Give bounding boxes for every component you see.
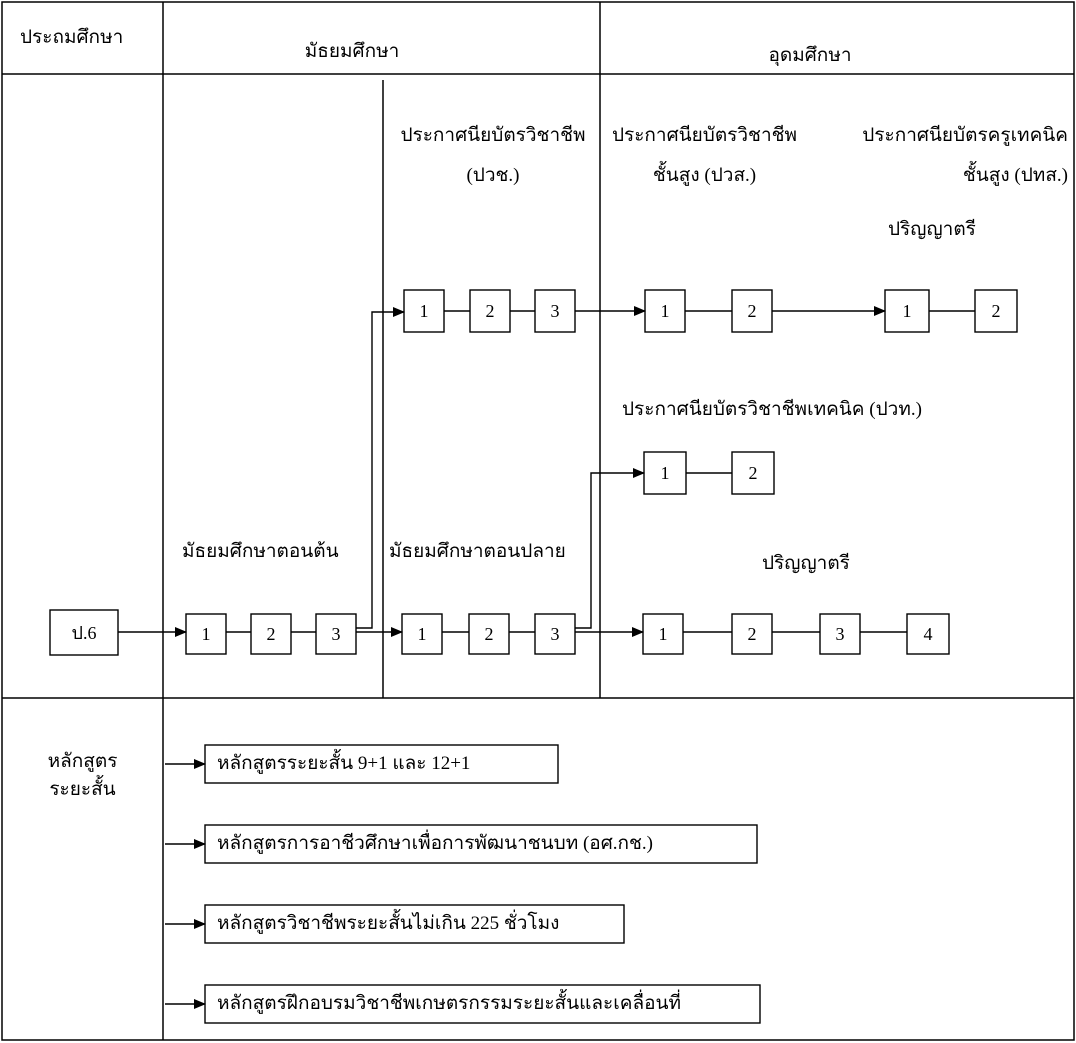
box-upper-1-text: 1 (417, 624, 427, 644)
short-course-1-text: หลักสูตรระยะสั้น 9+1 และ 12+1 (217, 753, 471, 774)
label-hvc-line1: ประกาศนียบัตรวิชาชีพ (611, 125, 798, 146)
box-bachelor-top-1 (884, 289, 930, 333)
box-short-course-1 (204, 744, 559, 784)
label-hdtt-line1: ประกาศนียบัตรครูเทคนิค (862, 125, 1068, 146)
box-pvc-3-text: 3 (550, 301, 560, 321)
box-upper-3-text: 3 (550, 624, 560, 644)
box-bachelor-top-2-text: 2 (991, 301, 1001, 321)
box-bachelor-4-text: 4 (923, 624, 933, 644)
box-hvc-2 (731, 289, 773, 333)
box-hvc-2-text: 2 (747, 301, 757, 321)
header-higher: อุดมศึกษา (768, 45, 852, 66)
box-upper-2-text: 2 (484, 624, 494, 644)
box-pvc-3 (534, 289, 576, 333)
connectors (118, 306, 975, 1009)
header-secondary: มัธยมศึกษา (304, 41, 400, 62)
label-lower-secondary: มัธยมศึกษาตอนต้น (182, 541, 339, 562)
box-bachelor-2-text: 2 (747, 624, 757, 644)
box-short-course-4 (204, 984, 761, 1024)
stage-separators (382, 74, 601, 698)
header-primary: ประถมศึกษา (20, 27, 124, 48)
box-upper-2 (468, 613, 510, 655)
box-lower-3-text: 3 (331, 624, 341, 644)
label-upper-secondary: มัธยมศึกษาตอนปลาย (389, 541, 566, 562)
box-bachelor-3-text: 3 (835, 624, 845, 644)
box-upper-1 (401, 613, 443, 655)
box-bachelor-3 (819, 613, 861, 655)
box-hvc-1-text: 1 (660, 301, 670, 321)
box-short-course-2 (204, 824, 758, 864)
box-tech-1-text: 1 (660, 463, 670, 483)
box-lower-3 (315, 613, 357, 655)
box-bachelor-4 (906, 613, 950, 655)
box-upper-3 (534, 613, 576, 655)
box-bachelor-2 (731, 613, 773, 655)
label-pvc-line1: ประกาศนียบัตรวิชาชีพ (400, 125, 586, 146)
box-bachelor-1-text: 1 (658, 624, 668, 644)
short-course-2-text: หลักสูตรการอาชีวศึกษาเพื่อการพัฒนาชนบท (… (217, 833, 653, 854)
box-lower-1 (185, 613, 227, 655)
box-pvc-1-text: 1 (419, 301, 429, 321)
box-short-course-3 (204, 904, 625, 944)
level-boxes (49, 289, 1018, 1024)
label-bachelor-top: ปริญญาตรี (888, 219, 976, 240)
box-tech-2-text: 2 (748, 463, 758, 483)
box-lower-2 (250, 613, 292, 655)
arrow-lower-pvc (356, 307, 405, 629)
short-course-3-text: หลักสูตรวิชาชีพระยะสั้นไม่เกิน 225 ชั่วโ… (217, 913, 560, 934)
label-short-courses-line1: หลักสูตร (47, 751, 118, 772)
box-pvc-2-text: 2 (485, 301, 495, 321)
label-bachelor-bottom: ปริญญาตรี (762, 553, 850, 574)
box-bachelor-top-1-text: 1 (902, 301, 912, 321)
label-hdtt-line2: ชั้นสูง (ปทส.) (962, 165, 1068, 186)
label-hvc-line2: ชั้นสูง (ปวส.) (652, 165, 757, 186)
short-course-4-text: หลักสูตรฝึกอบรมวิชาชีพเกษตรกรรมระยะสั้นแ… (217, 993, 682, 1014)
box-p6 (49, 609, 119, 656)
label-short-courses-line2: ระยะสั้น (49, 779, 116, 800)
arrow-upper-tech (575, 468, 645, 629)
label-pvc-line2: (ปวช.) (466, 165, 520, 186)
box-lower-2-text: 2 (266, 624, 276, 644)
box-lower-1-text: 1 (201, 624, 211, 644)
box-tech-2 (731, 451, 775, 495)
box-pvc-2 (469, 289, 511, 333)
box-p6-text: ป.6 (71, 623, 97, 643)
label-tech-cert: ประกาศนียบัตรวิชาชีพเทคนิค (ปวท.) (622, 399, 922, 420)
